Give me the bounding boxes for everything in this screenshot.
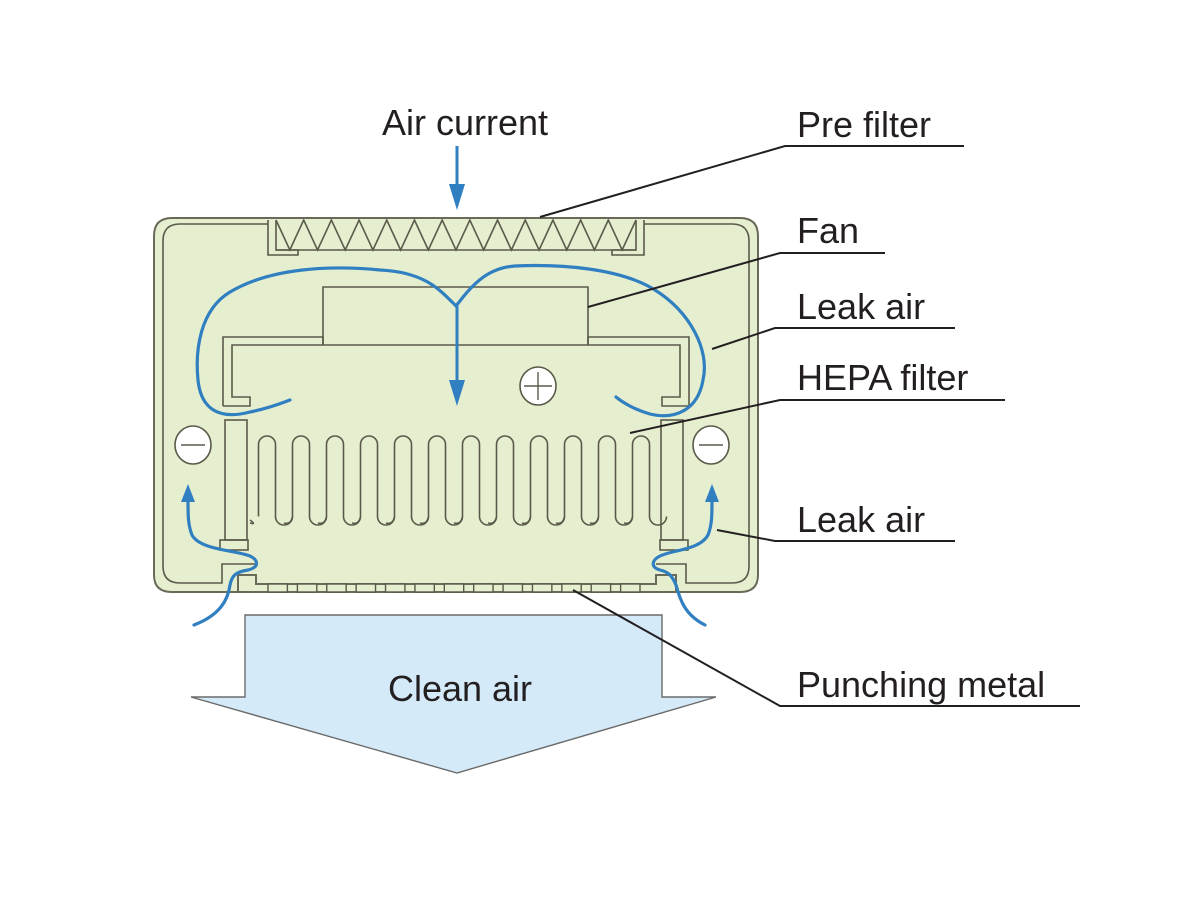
side-posts: [219, 419, 689, 551]
hepa-filter-pleats: [249, 435, 668, 526]
punching-hole: [443, 583, 465, 593]
leak-air-label-top: Leak air: [797, 286, 925, 327]
punching-hole: [267, 583, 289, 593]
punching-hole: [355, 583, 377, 593]
negative-pressure-symbol-right: [692, 425, 730, 465]
leader-lines: [539, 145, 1080, 707]
leak-air-label-bottom: Leak air: [797, 499, 925, 540]
fan-label: Fan: [797, 210, 859, 251]
hepa-filter-label: HEPA filter: [797, 357, 968, 398]
punching-metal-label: Punching metal: [797, 664, 1045, 705]
punching-hole: [414, 583, 436, 593]
punching-hole: [531, 583, 553, 593]
punching-hole: [502, 583, 524, 593]
punching-hole: [384, 583, 406, 593]
airflow-arrows: [181, 146, 719, 627]
fan: [222, 286, 690, 407]
positive-pressure-symbol: [519, 366, 557, 406]
punching-hole: [590, 583, 612, 593]
pre-filter-label: Pre filter: [797, 104, 931, 145]
recirculation-flow-right: [454, 263, 706, 418]
clean-air-label: Clean air: [388, 668, 532, 709]
punching-hole: [296, 583, 318, 593]
housing-inner-left: [162, 223, 268, 584]
punching-hole: [619, 583, 641, 593]
pre-filter: [267, 218, 645, 256]
negative-pressure-symbol-left: [174, 425, 212, 465]
punching-metal: [267, 583, 641, 593]
leak-air-flow-left: [186, 498, 259, 627]
housing-inner-right: [644, 223, 750, 584]
punching-hole: [561, 583, 582, 593]
housing: [153, 217, 759, 593]
housing-outer: [153, 217, 759, 593]
punching-hole: [472, 583, 494, 593]
clean-air-arrow: [190, 614, 717, 774]
leak-air-flow-right: [651, 498, 714, 627]
punching-hole: [326, 583, 347, 593]
air-current-label: Air current: [382, 102, 548, 143]
recirculation-flow-left: [195, 266, 458, 417]
